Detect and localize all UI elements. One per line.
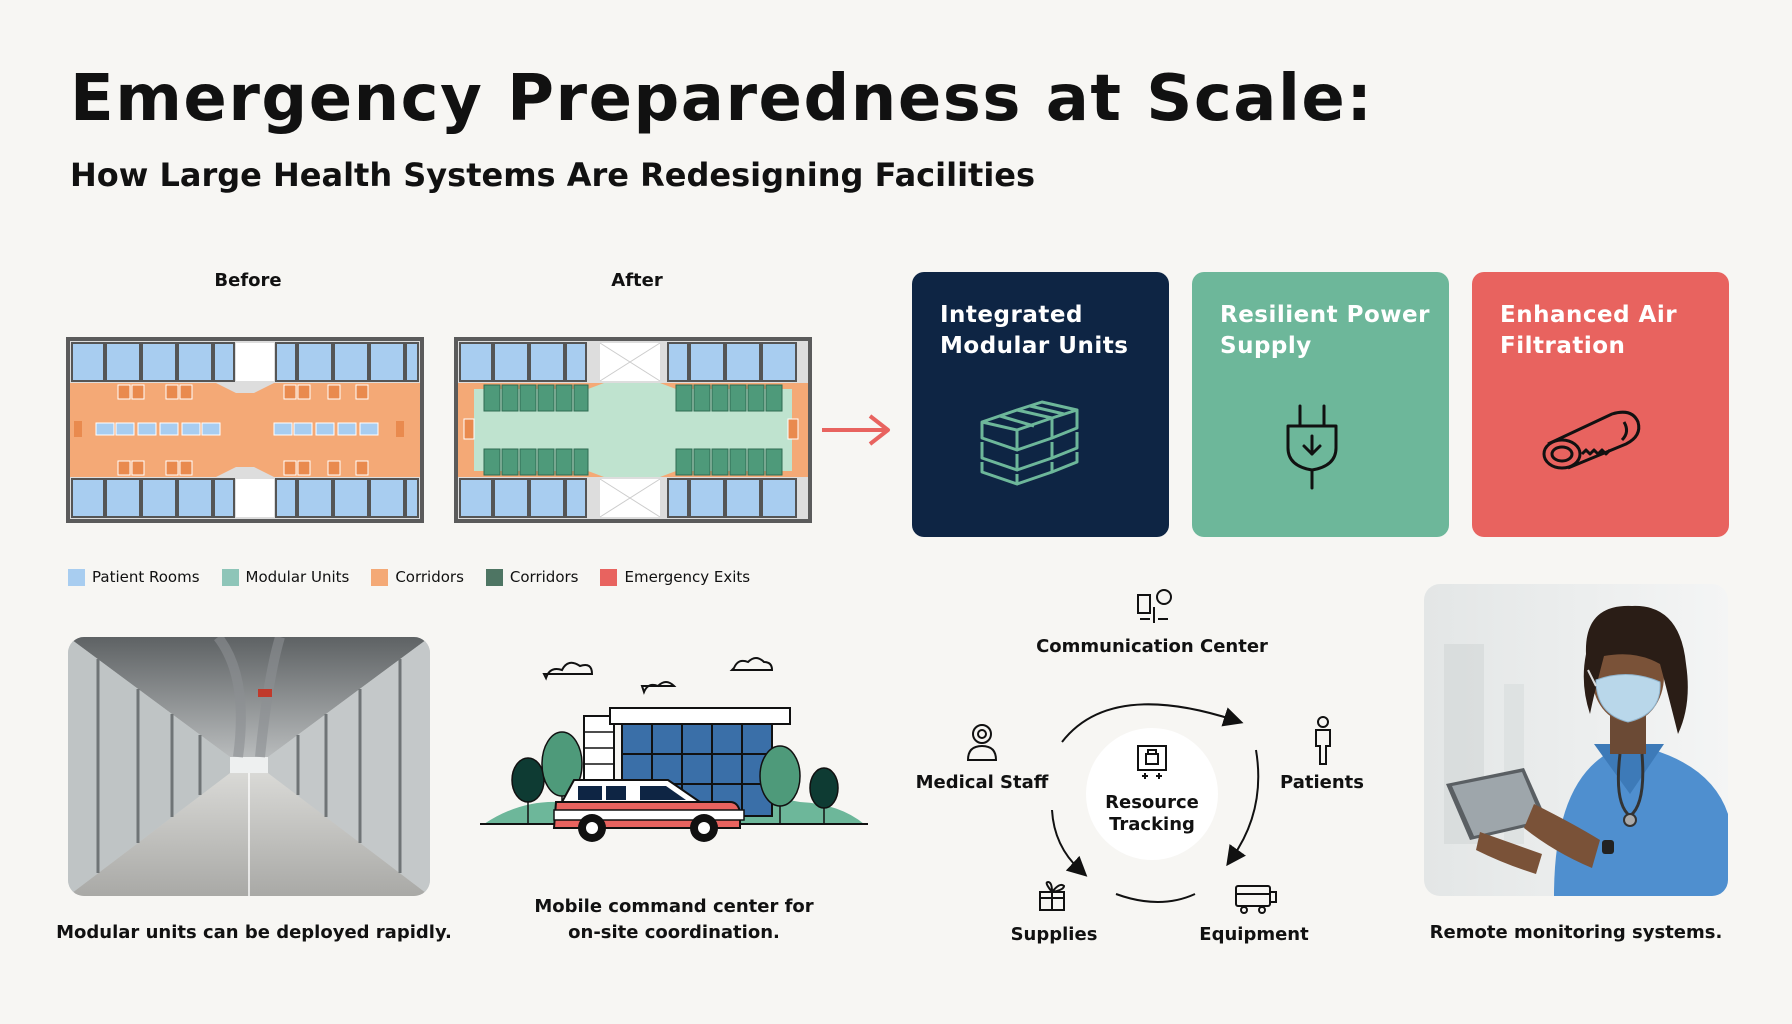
- legend-swatch: [371, 568, 389, 586]
- card-resilient-power-supply: Resilient Power Supply: [1192, 272, 1449, 537]
- resource-cycle-diagram: [1051, 703, 1260, 903]
- legend-swatch: [485, 568, 503, 586]
- legend-item: Patient Rooms: [68, 568, 200, 586]
- modular-blocks-icon: [980, 400, 1079, 486]
- node-medical-staff: Medical Staff: [915, 772, 1049, 793]
- node-supplies: Supplies: [1010, 924, 1098, 945]
- node-communication-center: Communication Center: [1036, 636, 1268, 657]
- node-patients: Patients: [1280, 772, 1364, 793]
- node-resource-tracking: Resource Tracking: [1105, 792, 1199, 835]
- card-title: Resilient Power Supply: [1220, 302, 1430, 359]
- mobile-caption: Mobile command center for on-site coordi…: [534, 896, 814, 943]
- before-floor-plan: [66, 337, 424, 523]
- supplies-icon: [1039, 880, 1066, 911]
- resource-tracking-icon: [1137, 745, 1167, 779]
- communication-center-icon: [1137, 589, 1172, 623]
- legend-swatch: [600, 568, 618, 586]
- after-label: After: [611, 270, 663, 291]
- after-floor-plan: [454, 337, 812, 523]
- mobile-command-center-illustration: [480, 657, 868, 842]
- air-filter-icon: [1542, 410, 1641, 470]
- card-enhanced-air-filtration: Enhanced Air Filtration: [1472, 272, 1729, 537]
- equipment-icon: [1235, 885, 1277, 914]
- legend-item: Corridors: [485, 568, 578, 586]
- card-title: Enhanced Air Filtration: [1500, 302, 1678, 359]
- medical-staff-icon: [966, 724, 998, 761]
- page-title: Emergency Preparedness at Scale:: [70, 62, 1374, 136]
- legend: Patient Rooms Modular Units Corridors Co…: [68, 568, 750, 586]
- page-subtitle: How Large Health Systems Are Redesigning…: [70, 156, 1036, 194]
- transition-arrow-icon: [822, 414, 890, 446]
- patient-icon: [1315, 716, 1331, 765]
- power-plug-icon: [1286, 404, 1338, 490]
- legend-item: Modular Units: [221, 568, 349, 586]
- legend-item: Emergency Exits: [600, 568, 750, 586]
- remote-monitoring-caption: Remote monitoring systems.: [1429, 922, 1723, 943]
- card-integrated-modular-units: Integrated Modular Units: [912, 272, 1169, 537]
- corridor-photo: [68, 637, 430, 896]
- card-title: Integrated Modular Units: [940, 302, 1129, 359]
- nurse-with-tablet-photo: [1424, 584, 1728, 896]
- legend-item: Corridors: [371, 568, 464, 586]
- node-equipment: Equipment: [1199, 924, 1309, 945]
- legend-swatch: [221, 568, 239, 586]
- corridor-caption: Modular units can be deployed rapidly.: [56, 922, 452, 943]
- legend-swatch: [68, 568, 85, 586]
- before-label: Before: [214, 270, 282, 291]
